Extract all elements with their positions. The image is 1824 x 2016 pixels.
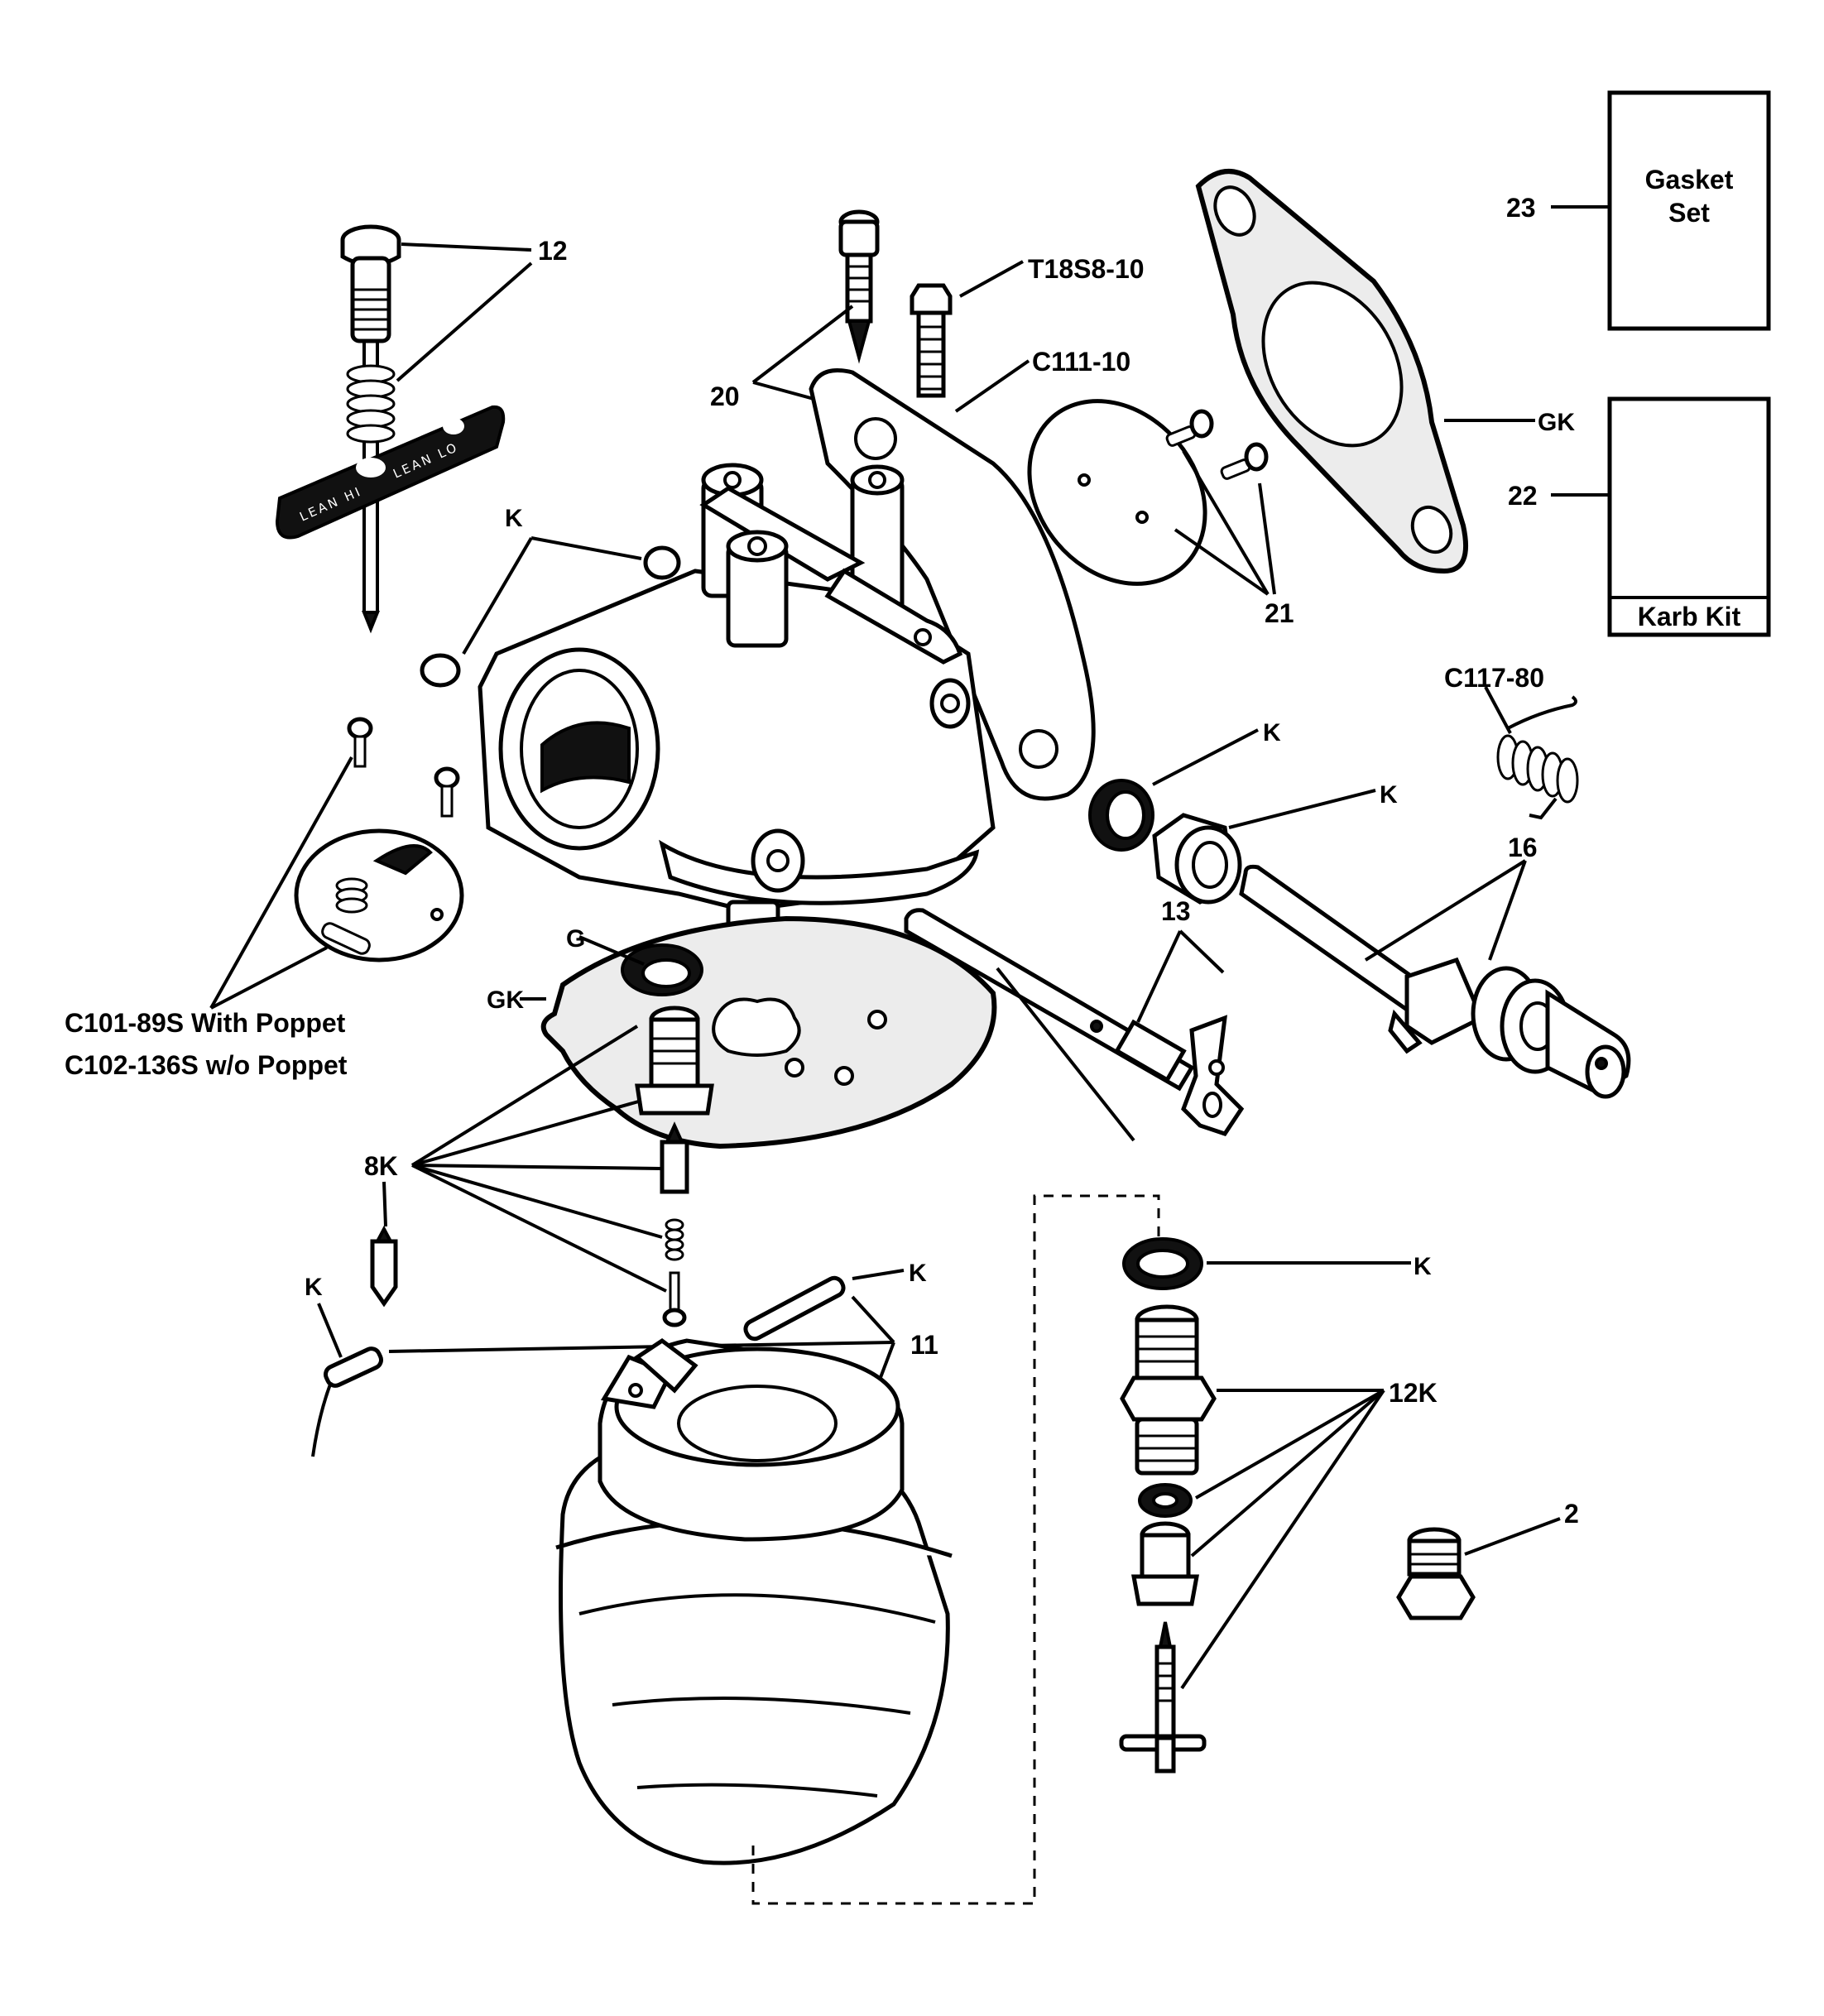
callout-21: 21 (1265, 598, 1294, 628)
inlet-needle (660, 1121, 689, 1194)
callout-23: 23 (1506, 193, 1536, 223)
callout-g: G (566, 925, 585, 953)
callout-gk-right: GK (1538, 409, 1575, 436)
callout-2: 2 (1564, 1499, 1579, 1529)
karb-kit-label: Karb Kit (1638, 602, 1741, 631)
callout-k-spring: K (305, 1274, 323, 1301)
callout-20: 20 (710, 382, 740, 411)
inlet-pin (662, 1271, 687, 1327)
float-bowl (555, 1337, 953, 1865)
inlet-seat (635, 1006, 714, 1116)
flange-gasket (1195, 169, 1469, 574)
callout-k-top-left: K (505, 505, 523, 532)
seal-k-upper (420, 545, 681, 688)
assembly-guide-line (751, 1194, 1160, 1905)
idle-valve-assembly (294, 828, 464, 962)
callout-11: 11 (910, 1330, 938, 1360)
needle-seat (1131, 1521, 1199, 1606)
callout-12-top: 12 (538, 236, 568, 266)
callout-k-bushing: K (1380, 781, 1398, 809)
bowl-gasket (540, 915, 997, 1150)
idle-screw (838, 209, 880, 364)
inlet-spring (665, 1218, 684, 1261)
throttle-shaft (1239, 864, 1631, 1099)
callout-k-washer: K (1414, 1253, 1432, 1280)
gasket-set-box: Gasket Set (1607, 90, 1771, 331)
choke-shaft (904, 908, 1245, 1136)
callout-22: 22 (1508, 481, 1538, 511)
jet-gasket (1138, 1483, 1193, 1518)
callout-k-seal: K (1263, 719, 1281, 746)
callout-gk-left: GK (487, 986, 524, 1014)
callout-8k: 8K (364, 1151, 398, 1181)
gasket-set-label-line2: Set (1668, 198, 1710, 228)
main-jet-washer (1122, 1237, 1203, 1290)
shaft-bushing (1152, 813, 1242, 905)
callout-c111-10: C111-10 (1032, 347, 1130, 377)
callout-c102-136s: C102-136S w/o Poppet (65, 1050, 348, 1080)
drain-plug (1396, 1527, 1476, 1620)
throttle-return-spring (1496, 695, 1579, 820)
karb-kit-box: Karb Kit (1607, 396, 1771, 637)
gasket-set-label-line1: Gasket (1645, 165, 1734, 194)
callout-c101-89s: C101-89S With Poppet (65, 1008, 346, 1038)
main-adjusting-needle (1119, 1621, 1207, 1774)
callout-16: 16 (1508, 833, 1538, 862)
callout-c117-80: C117-80 (1444, 663, 1544, 693)
lean-adjustment-plate: LEAN HI LEAN LO (275, 405, 506, 540)
callout-k-pin: K (909, 1260, 927, 1287)
mixture-needle-assembly: LEAN HI LEAN LO (275, 224, 506, 634)
throttle-stop-screw (910, 283, 953, 398)
shaft-seal (1088, 779, 1154, 852)
callout-13: 13 (1161, 896, 1191, 926)
callout-t18s8-10: T18S8-10 (1028, 254, 1145, 284)
carburetor-body (478, 368, 1096, 971)
float-pin (743, 1275, 846, 1342)
float-spring (311, 1346, 384, 1457)
gasket-g (621, 943, 703, 996)
needle-spring (346, 364, 396, 444)
alternate-inlet-needle (370, 1225, 398, 1308)
small-screws (347, 717, 460, 818)
main-jet-body (1120, 1304, 1217, 1476)
callout-12k: 12K (1389, 1378, 1438, 1408)
choke-screws (1165, 409, 1269, 480)
